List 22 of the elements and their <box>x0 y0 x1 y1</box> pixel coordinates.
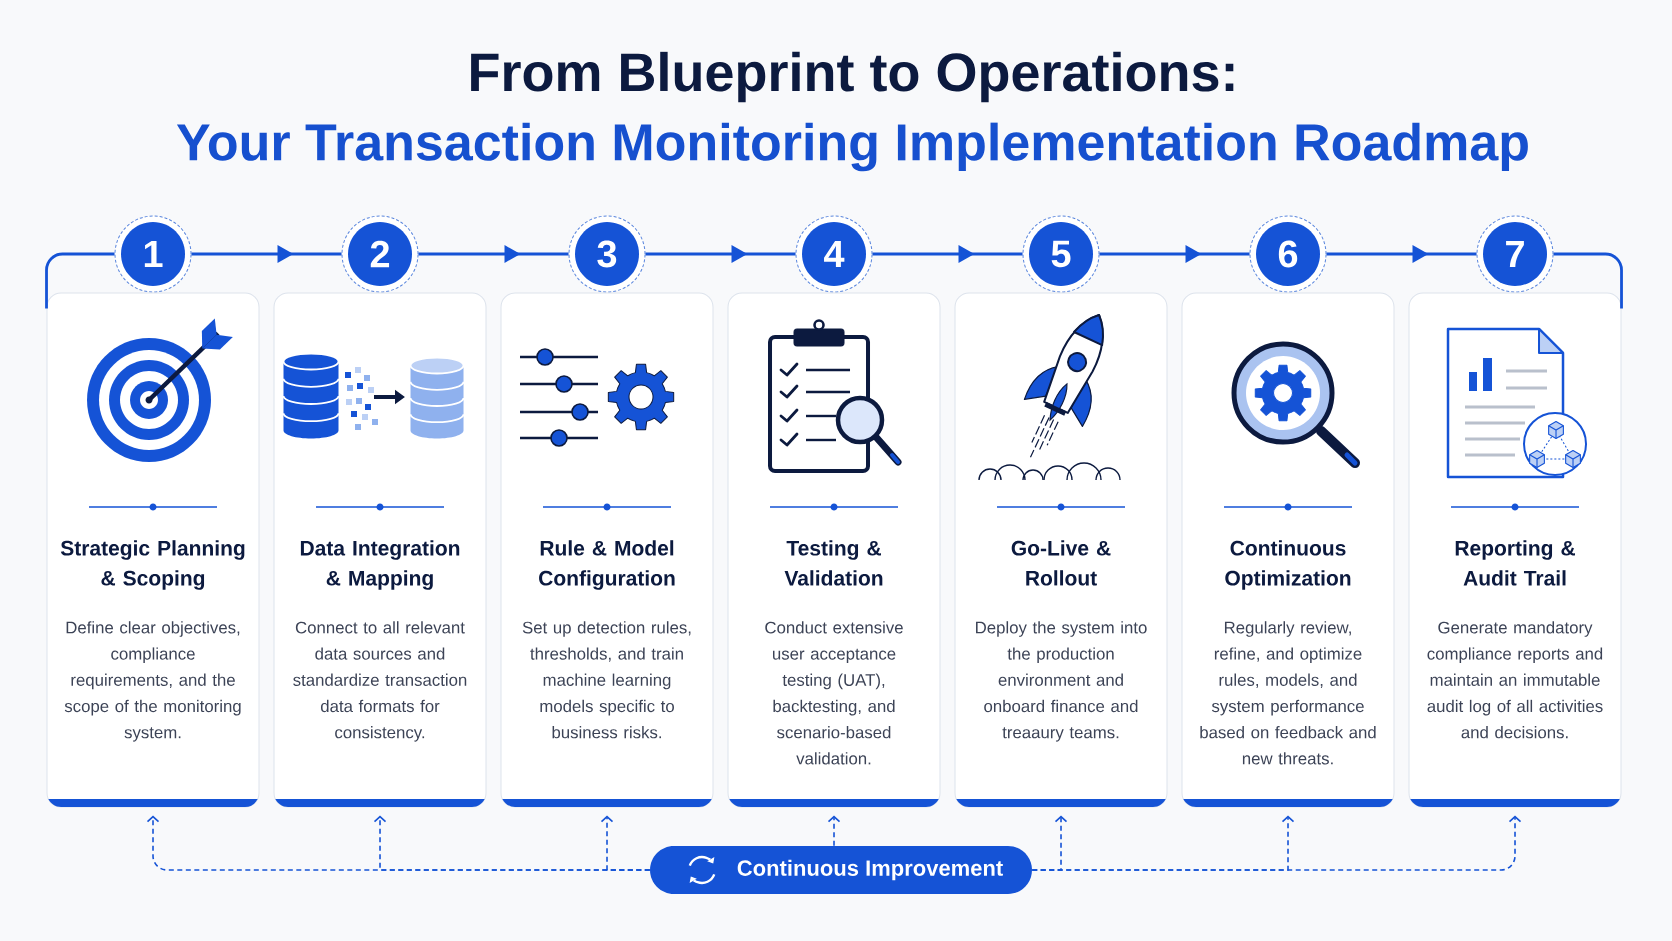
step-title: Data Integration & Mapping <box>300 540 460 590</box>
step-description: Conduct extensive user acceptance testing (UAT), backtesting, and scenario-based validation. <box>765 621 903 765</box>
connector-line <box>1553 252 1623 309</box>
step-title: Testing & Validation <box>784 540 883 586</box>
title: From Blueprint to Operations: <box>471 51 1234 103</box>
step-description: Define clear objectives, compliance requirements, and the scope of the monitoring system. <box>64 621 241 742</box>
connector-line <box>45 252 115 309</box>
step-title: Reporting & Audit Trail <box>1455 540 1575 586</box>
step-description: Connect to all relevant data sources and standardize transaction data formats for consistency. <box>293 621 467 742</box>
step-title: Continuous Optimization <box>1225 540 1351 590</box>
loop-badge: Continuous Improvement <box>650 846 1032 894</box>
step-title: Rule & Model Configuration <box>539 540 675 590</box>
feedback-arrow <box>600 815 651 871</box>
subtitle: Your Transaction Monitoring Implementation Roadmap <box>176 122 1528 172</box>
step-description: Generate mandatory compliance reports and maintain an immutable audit log of all activities and decisions. <box>1427 621 1603 739</box>
step-description: Regularly review, refine, and optimize rules, models, and system performance based on feedback and new threats. <box>1200 621 1376 765</box>
feedback-arrow <box>1031 815 1522 871</box>
step-title: Strategic Planning & Scoping <box>60 540 245 590</box>
feedback-arrow <box>827 815 841 847</box>
step-description: Set up detection rules, thresholds, and train machine learning models specific to business risks. <box>522 621 691 739</box>
step-title: Go-Live & Rollout <box>1011 540 1111 586</box>
step-description: Deploy the system into the production environment and onboard finance and treaaury teams. <box>976 621 1147 742</box>
